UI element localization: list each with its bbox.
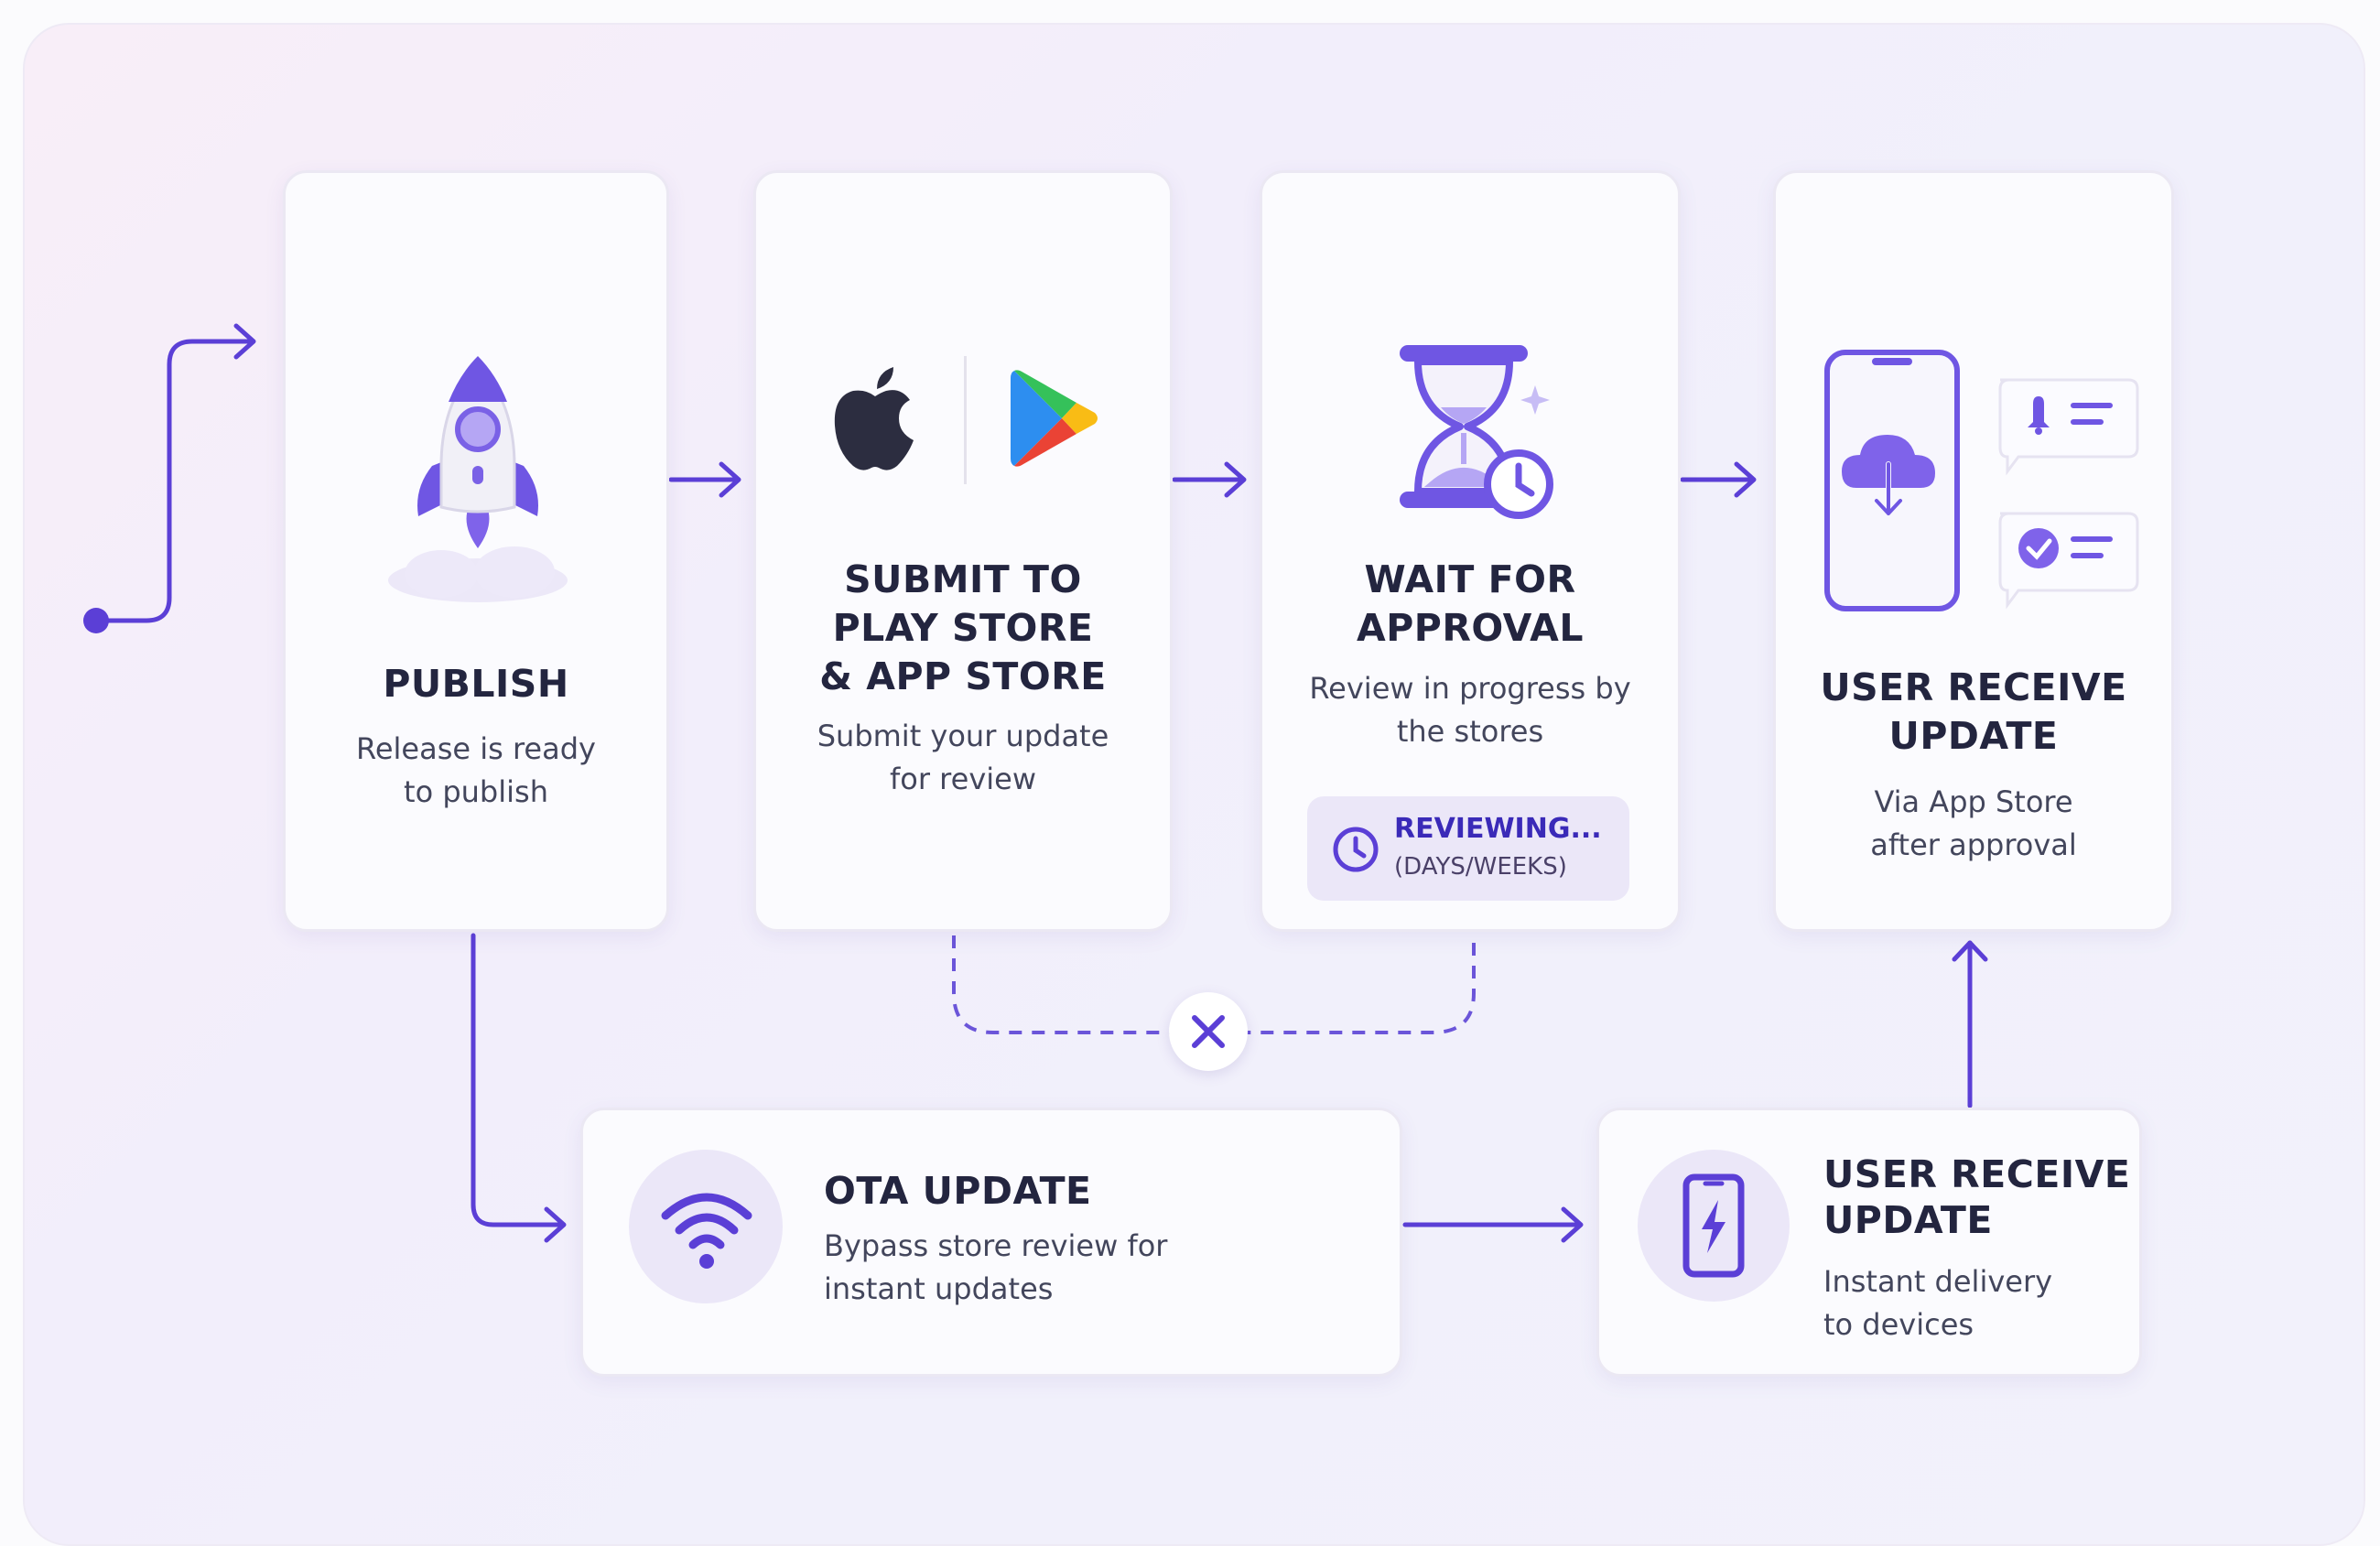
blocked-dashed-connector — [952, 935, 1476, 1034]
check-bubble-icon — [1998, 512, 2139, 610]
start-dot — [83, 608, 109, 633]
receive-store-description: Via App Store after approval — [1870, 784, 2077, 862]
play-store-logo-icon — [1011, 370, 1098, 467]
receive-ota-description: Instant delivery to devices — [1823, 1264, 2053, 1342]
start-arrowhead — [233, 323, 256, 360]
wait-title: WAIT FOR APPROVAL — [1357, 557, 1584, 650]
logo-divider — [964, 356, 967, 484]
publish-title: PUBLISH — [383, 662, 569, 706]
hourglass-icon — [1400, 345, 1553, 519]
clock-icon — [1333, 827, 1379, 872]
publish-description: Release is ready to publish — [356, 731, 596, 809]
reviewing-label: REVIEWING... — [1394, 813, 1602, 845]
start-connector — [93, 339, 254, 623]
submit-card: SUBMIT TO PLAY STORE & APP STORE Submit … — [753, 170, 1173, 932]
ota-title: OTA UPDATE — [824, 1169, 1092, 1213]
receive-store-title: USER RECEIVE UPDATE — [1820, 665, 2127, 758]
close-icon — [1192, 1015, 1225, 1048]
receive-store-card: USER RECEIVE UPDATE Via App Store after … — [1773, 170, 2174, 932]
receive-ota-card: USER RECEIVE UPDATE Instant delivery to … — [1596, 1108, 2142, 1377]
ota-description: Bypass store review for instant updates — [824, 1228, 1168, 1306]
rocket-icon — [388, 356, 568, 602]
ota-icon-circle — [629, 1150, 783, 1303]
wifi-icon — [661, 1193, 752, 1269]
reviewing-status-badge: REVIEWING... (DAYS/WEEKS) — [1307, 796, 1629, 901]
receive-ota-title: USER RECEIVE UPDATE — [1823, 1152, 2131, 1242]
submit-description: Submit your update for review — [817, 719, 1109, 796]
phone-cloud-download-icon — [1824, 350, 1960, 611]
arrow-publish-ota — [471, 933, 566, 1227]
notification-bubble-icon — [1998, 378, 2139, 476]
reviewing-duration: (DAYS/WEEKS) — [1394, 853, 1567, 881]
publish-card: PUBLISH Release is ready to publish — [283, 170, 669, 932]
blocked-marker — [1169, 992, 1248, 1071]
wait-description: Review in progress by the stores — [1309, 671, 1631, 749]
phone-lightning-icon — [1682, 1173, 1745, 1278]
ota-card: OTA UPDATE Bypass store review for insta… — [580, 1108, 1402, 1377]
submit-title: SUBMIT TO PLAY STORE & APP STORE — [819, 557, 1107, 698]
apple-logo-icon — [834, 367, 914, 470]
